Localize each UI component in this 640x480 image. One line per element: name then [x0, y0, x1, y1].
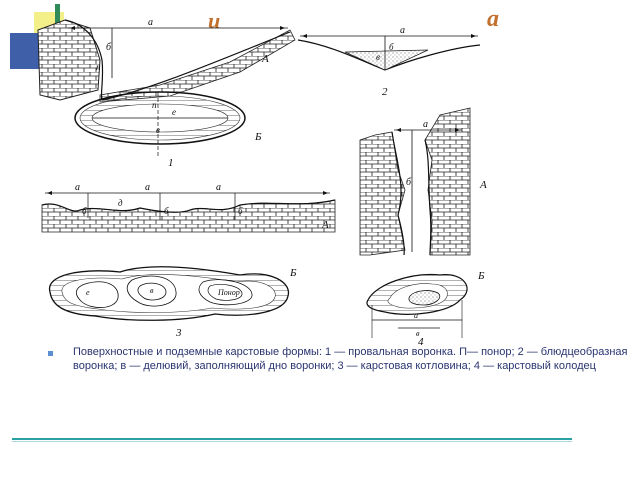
footer-divider — [12, 438, 572, 440]
fig2-label-a: а — [400, 25, 405, 36]
caption-bullet — [48, 351, 53, 356]
fig4-label-b: б — [406, 177, 412, 188]
decor-green-bar — [55, 4, 60, 40]
fig3-view-b-label: Б — [289, 267, 297, 279]
fig1-number: 1 — [168, 157, 174, 169]
fig4-plan-b: а в Б 4 — [366, 270, 485, 345]
fig4-plan-label-v: в — [416, 329, 420, 338]
fig3-number: 3 — [175, 327, 182, 339]
fig1-view-a-label: А — [261, 53, 269, 65]
fig1-section-a: а б п А — [37, 17, 296, 103]
fig1-view-b-label: Б — [254, 131, 262, 143]
fig4-label-a: а — [423, 119, 428, 130]
fig1-label-e: е — [172, 107, 176, 117]
fig3-plan-b: Понор е в Б 3 — [49, 266, 297, 339]
fig1-plan-label-p: п — [152, 100, 157, 110]
fig1-label-a: а — [148, 17, 153, 28]
fig2-label-b: б — [389, 42, 394, 52]
fig1-label-b: б — [106, 42, 112, 53]
fig2-label-v: в — [376, 52, 380, 62]
karst-forms-figure: а б п А е п в Б 1 а б в 2 а — [37, 17, 487, 345]
fig2-number: 2 — [382, 86, 388, 98]
fig1-label-v: в — [156, 125, 160, 135]
fig3-label-a-1: а — [75, 182, 80, 193]
fig3-label-a-3: а — [216, 182, 221, 193]
footer-divider-shadow — [12, 441, 572, 442]
fig3-label-e: е — [86, 288, 90, 297]
fig4-view-b-label: Б — [477, 270, 485, 282]
fig4-view-a-label: А — [479, 179, 487, 191]
fig3-label-d: д — [118, 198, 123, 208]
figure-caption: Поверхностные и подземные карстовые форм… — [73, 346, 628, 372]
fig1-plan-b: е п в Б 1 — [74, 91, 262, 169]
fig3-view-a-label: А — [321, 219, 329, 231]
fig3-label-ponor: Понор — [217, 288, 240, 297]
fig3-label-b-1: б — [82, 206, 87, 216]
fig1-label-p: п — [96, 62, 101, 72]
fig3-section-a: а а а б д б б А — [41, 182, 336, 233]
fig4-plan-label-a: а — [414, 311, 418, 320]
slide-title-fragment-left: и — [208, 8, 221, 33]
fig3-label-b-2: б — [164, 206, 169, 216]
fig2-section: а б в 2 — [297, 25, 481, 98]
fig4-number: 4 — [418, 336, 424, 345]
slide-title-fragment-right: а — [487, 6, 499, 32]
fig3-plan-label-v: в — [150, 286, 154, 295]
fig4-section-a: а б А — [359, 107, 487, 256]
fig3-label-b-3: б — [238, 206, 243, 216]
fig3-label-a-2: а — [145, 182, 150, 193]
